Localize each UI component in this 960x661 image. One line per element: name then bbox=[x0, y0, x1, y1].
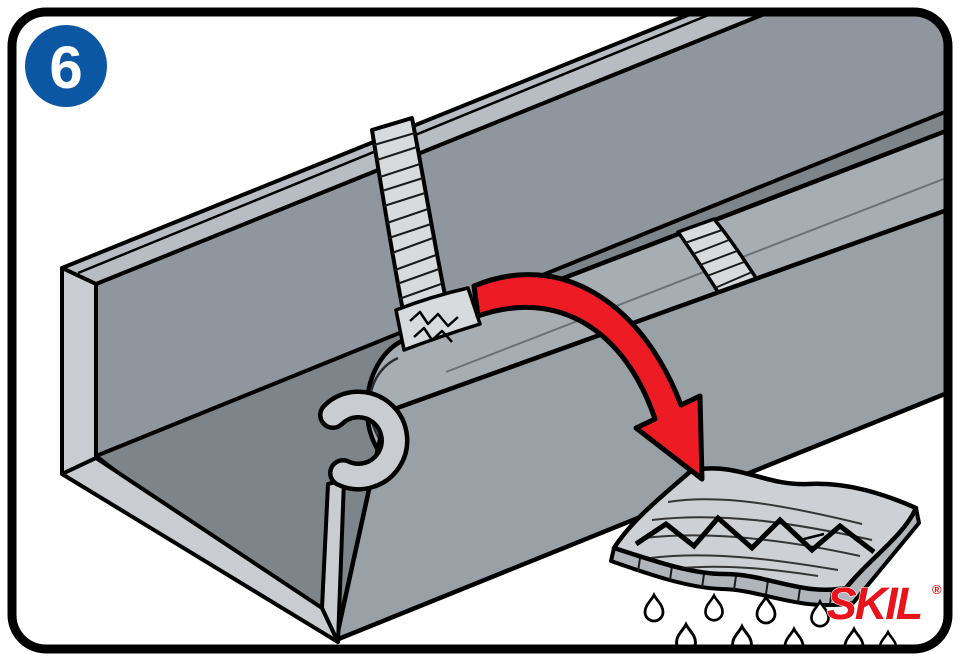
artwork: SKIL ® bbox=[60, 16, 944, 645]
gutter-end-cut bbox=[60, 266, 346, 644]
removal-arrow-body bbox=[471, 272, 705, 482]
step-badge-circle bbox=[25, 25, 107, 107]
frame-border bbox=[7, 7, 953, 654]
water-drop-icon bbox=[704, 594, 724, 622]
gutter-front-lip-curl-face bbox=[322, 394, 405, 487]
skil-logo-text: SKIL bbox=[827, 578, 922, 629]
removal-arrow bbox=[471, 272, 705, 482]
damaged-insert-pad bbox=[609, 466, 921, 608]
water-drop-icon bbox=[755, 595, 777, 625]
gutter-front-lip-curl bbox=[318, 389, 410, 492]
step-number: 6 bbox=[49, 34, 82, 101]
skil-logo: SKIL ® bbox=[826, 577, 942, 629]
damaged-insert-pad-crack-branch bbox=[779, 519, 825, 542]
damaged-insert-pad-texture bbox=[643, 498, 873, 577]
gutter-end-cut-front bbox=[320, 478, 346, 644]
damaged-insert-pad-crack bbox=[634, 514, 876, 554]
damaged-insert-pad-top bbox=[611, 466, 919, 592]
tape-strip-back-wall-hatches bbox=[373, 132, 442, 300]
damaged-insert-pad-side-hatches bbox=[637, 557, 833, 605]
torn-tape-piece bbox=[394, 286, 482, 352]
step-badge: 6 bbox=[25, 25, 107, 107]
gutter-end-cut-back bbox=[60, 266, 98, 476]
tape-strip-roll-hatches bbox=[684, 229, 760, 300]
skil-logo-registered-mark: ® bbox=[932, 582, 942, 597]
water-drop-icon bbox=[643, 593, 665, 623]
torn-tape-piece-tear-marks bbox=[409, 310, 459, 343]
